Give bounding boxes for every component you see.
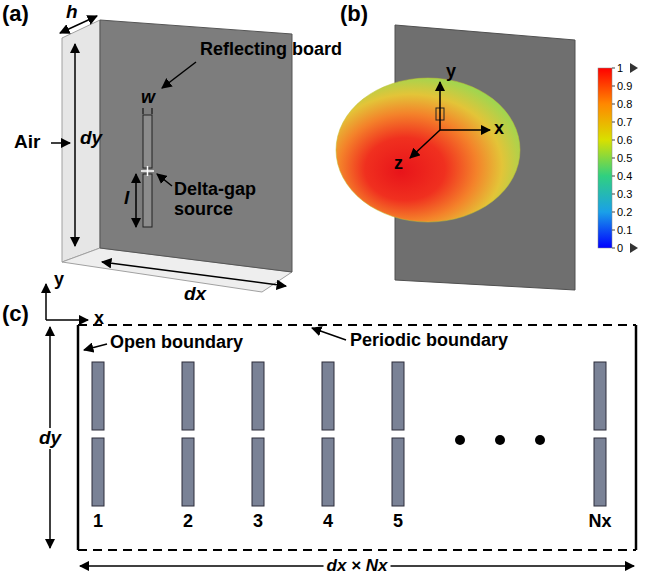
dimension-tick — [152, 108, 153, 114]
dipole-arm — [182, 362, 194, 430]
colorbar-tick: 0.9 — [617, 80, 632, 92]
dipole-arm — [182, 438, 194, 506]
tick-mark — [612, 122, 615, 123]
colorbar-tick: 0 — [617, 242, 623, 254]
panel-label: (a) — [2, 2, 29, 26]
axis-arrow — [410, 130, 440, 158]
tick-mark — [612, 230, 615, 231]
dimension-label: w — [141, 88, 155, 108]
axis-label: y — [54, 270, 64, 290]
colorbar-ticks — [612, 68, 615, 248]
colorbar-tick: 0.3 — [617, 188, 632, 200]
dimension-tick — [143, 108, 144, 114]
dimension-arrow — [135, 174, 137, 227]
tick-mark — [612, 194, 615, 195]
part-label: Reflecting board — [200, 40, 342, 60]
axis-label: z — [394, 154, 403, 174]
scale-marker — [630, 63, 638, 73]
dipole-arm — [92, 362, 104, 430]
axis-arrow — [439, 82, 441, 130]
dipole-arm — [392, 438, 404, 506]
dimension-arrow — [74, 44, 76, 246]
colorbar-tick: 1 — [617, 62, 623, 74]
tick-mark — [612, 104, 615, 105]
panel-a-figure — [46, 16, 292, 320]
dimension-label: dy — [80, 128, 102, 149]
colorbar-tick: 0.6 — [617, 134, 632, 146]
tick-mark — [612, 176, 615, 177]
boundary-label: Periodic boundary — [350, 331, 508, 351]
delta-gap-source — [141, 166, 154, 176]
element-number: 4 — [323, 512, 333, 532]
periodic-boundary — [78, 549, 636, 551]
dimension-label: dx × Nx — [324, 557, 391, 576]
leader-arrow — [157, 174, 172, 186]
element-number: Nx — [588, 512, 611, 532]
part-label: Air — [14, 132, 40, 153]
ellipsis-dot — [535, 435, 545, 445]
dipole-arm — [143, 115, 152, 168]
axis-arrow — [45, 284, 47, 320]
leader-arrow — [51, 142, 70, 144]
part-label: Delta-gap source — [174, 180, 274, 220]
periodic-boundary — [78, 324, 636, 326]
element-number: 1 — [93, 512, 103, 532]
colorbar-tick: 0.4 — [617, 170, 632, 182]
colorbar-tick: 0.5 — [617, 152, 632, 164]
dipole-arm — [594, 438, 606, 506]
axis-arrow — [46, 319, 88, 321]
dimension-label: dy — [36, 428, 64, 449]
leader-arrow — [312, 328, 346, 340]
element-number: 2 — [183, 512, 193, 532]
color-bar — [598, 68, 612, 248]
panel-label: (b) — [340, 2, 368, 26]
panel-c-figure — [50, 325, 636, 566]
ellipsis-dot — [495, 435, 505, 445]
axis-label: y — [446, 62, 456, 82]
leader-arrow — [162, 62, 196, 88]
dipole-arm — [322, 362, 334, 430]
dimension-arrow — [102, 262, 286, 286]
panel-b-figure — [336, 25, 638, 290]
tick-mark — [612, 158, 615, 159]
axis-label: x — [94, 309, 104, 329]
dipole-arm — [143, 174, 152, 227]
element-number: 5 — [393, 512, 403, 532]
tick-mark — [612, 86, 615, 87]
tick-mark — [612, 212, 615, 213]
colorbar-tick: 0.1 — [617, 224, 632, 236]
dipole-arm — [594, 362, 606, 430]
colorbar-tick: 0.7 — [617, 116, 632, 128]
axis-arrow — [440, 129, 490, 131]
leader-arrow — [84, 344, 107, 350]
tick-mark — [612, 248, 615, 249]
element-number: 3 — [253, 512, 263, 532]
dimension-arrow — [60, 16, 97, 33]
dipole-arm — [252, 362, 264, 430]
dimension-label: h — [66, 2, 78, 23]
colorbar-tick: 0.2 — [617, 206, 632, 218]
open-boundary — [635, 325, 638, 550]
axis-label: x — [494, 119, 504, 139]
radiation-pattern — [336, 78, 520, 222]
dipole-arm — [92, 438, 104, 506]
boundary-label: Open boundary — [110, 333, 243, 353]
dimension-label: l — [124, 188, 129, 209]
ellipsis-dot — [455, 435, 465, 445]
dipole-array — [92, 362, 606, 506]
colorbar-tick: 0.8 — [617, 98, 632, 110]
dipole-arm — [322, 438, 334, 506]
tick-mark — [612, 68, 615, 69]
open-boundary — [77, 325, 80, 550]
dimension-label: dx — [184, 284, 206, 305]
dipole-arm — [392, 362, 404, 430]
dipole-arm — [252, 438, 264, 506]
scale-marker — [630, 243, 638, 253]
tick-mark — [612, 140, 615, 141]
panel-label: (c) — [2, 302, 29, 326]
